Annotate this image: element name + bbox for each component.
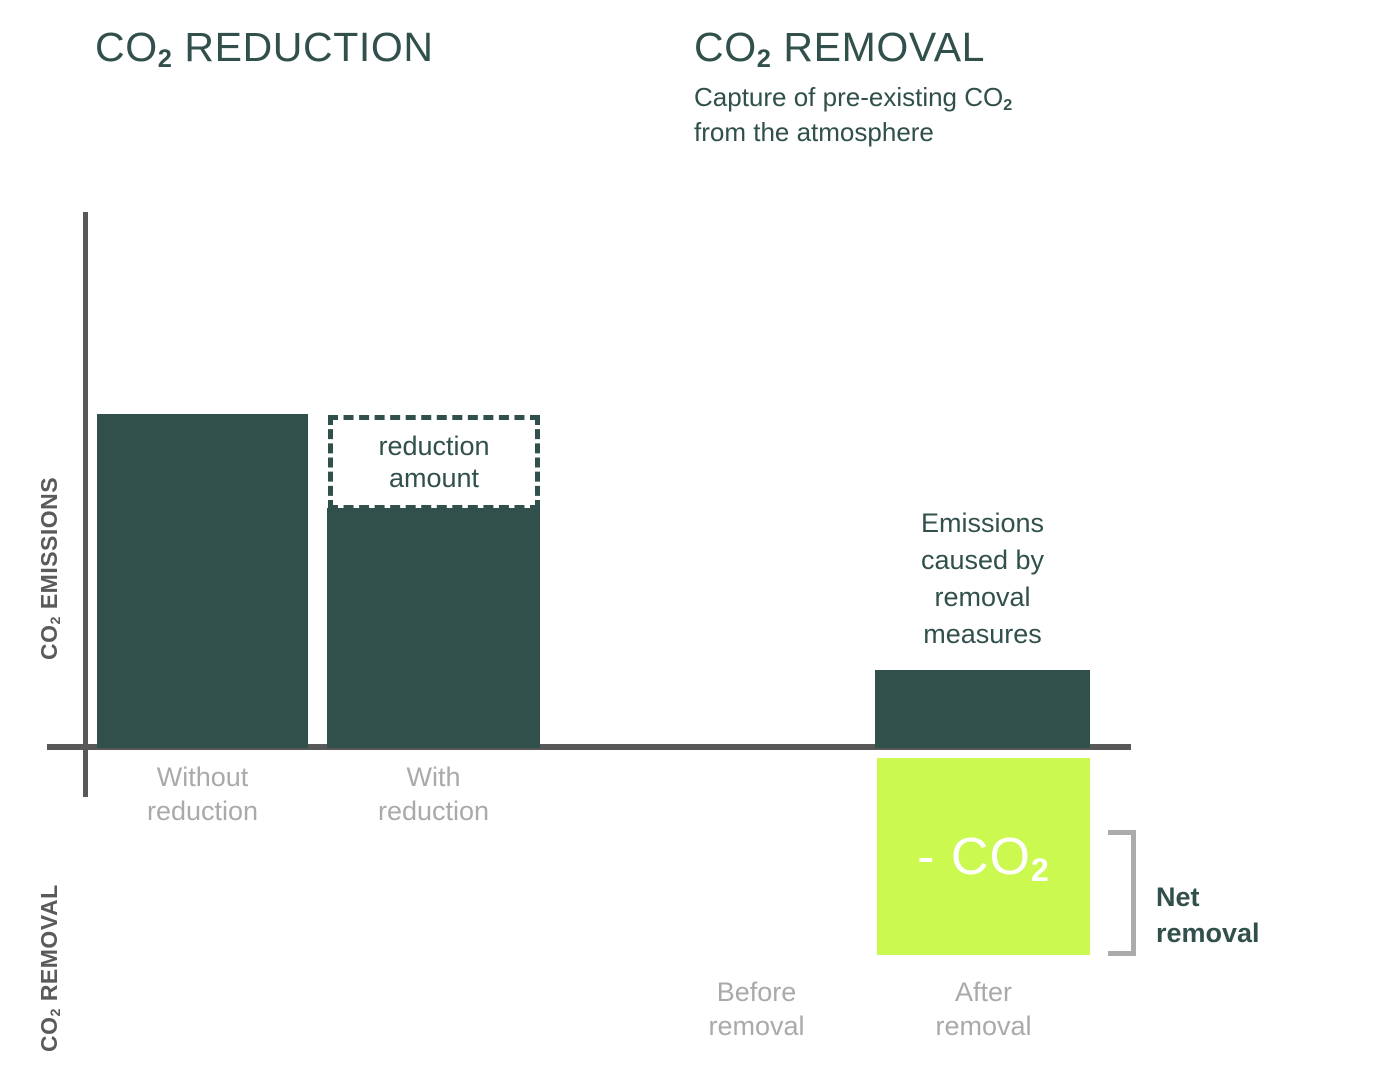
- category-label-before-removal: Before removal: [708, 977, 805, 1042]
- y-axis-title-removal-co: CO: [36, 1016, 62, 1053]
- page-title-removal: CO2 REMOVAL: [694, 24, 986, 71]
- y-axis-title-emissions-subscript: 2: [48, 616, 65, 625]
- annotation-emissions-caused-by-removal: Emissions caused by removal measures: [920, 508, 1045, 649]
- net-removal-bracket: [1108, 830, 1136, 956]
- category-label-after-removal: After removal: [935, 977, 1032, 1042]
- removal-subtitle-subscript: 2: [1003, 95, 1013, 114]
- title-removal-rest: REMOVAL: [771, 24, 986, 70]
- title-reduction-rest: REDUCTION: [172, 24, 434, 70]
- negative-co2-subscript: 2: [1030, 851, 1050, 888]
- y-axis-title-emissions-rest: EMISSIONS: [36, 476, 62, 617]
- removal-subtitle-line1: Capture of pre-existing CO: [694, 82, 1004, 112]
- negative-co2-label: - CO2: [917, 827, 1050, 888]
- y-axis-title-emissions-co: CO: [36, 624, 62, 661]
- y-axis-title-removal-rest: REMOVAL: [36, 884, 62, 1009]
- bar-emissions-from-removal-measures: [875, 670, 1090, 748]
- title-removal-subscript: 2: [756, 44, 772, 73]
- removal-subtitle: Capture of pre-existing CO2 from the atmo…: [694, 80, 1164, 151]
- title-reduction-subscript: 2: [157, 44, 173, 73]
- bar-with-reduction: [327, 508, 540, 748]
- y-axis-title-removal: CO2 REMOVAL: [36, 884, 65, 1053]
- removal-subtitle-line2: from the atmosphere: [694, 117, 934, 148]
- net-removal-label: Net removal: [1156, 882, 1260, 948]
- title-reduction-co: CO: [95, 24, 158, 70]
- y-axis-line: [83, 212, 88, 797]
- bar-without-reduction: [97, 414, 308, 748]
- reduction-amount-box: reduction amount: [328, 415, 540, 510]
- page-title-reduction: CO2 REDUCTION: [95, 24, 434, 71]
- title-removal-co: CO: [694, 24, 757, 70]
- category-label-without-reduction: Without reduction: [146, 762, 259, 827]
- reduction-amount-label: reduction amount: [378, 430, 490, 493]
- negative-co2-prefix: - CO: [917, 827, 1031, 886]
- y-axis-title-removal-subscript: 2: [48, 1008, 65, 1017]
- bar-after-removal-negative-co2: - CO2: [877, 758, 1090, 955]
- category-label-with-reduction: With reduction: [377, 762, 490, 827]
- y-axis-title-emissions: CO2 EMISSIONS: [36, 476, 65, 661]
- x-axis-line: [47, 744, 1131, 750]
